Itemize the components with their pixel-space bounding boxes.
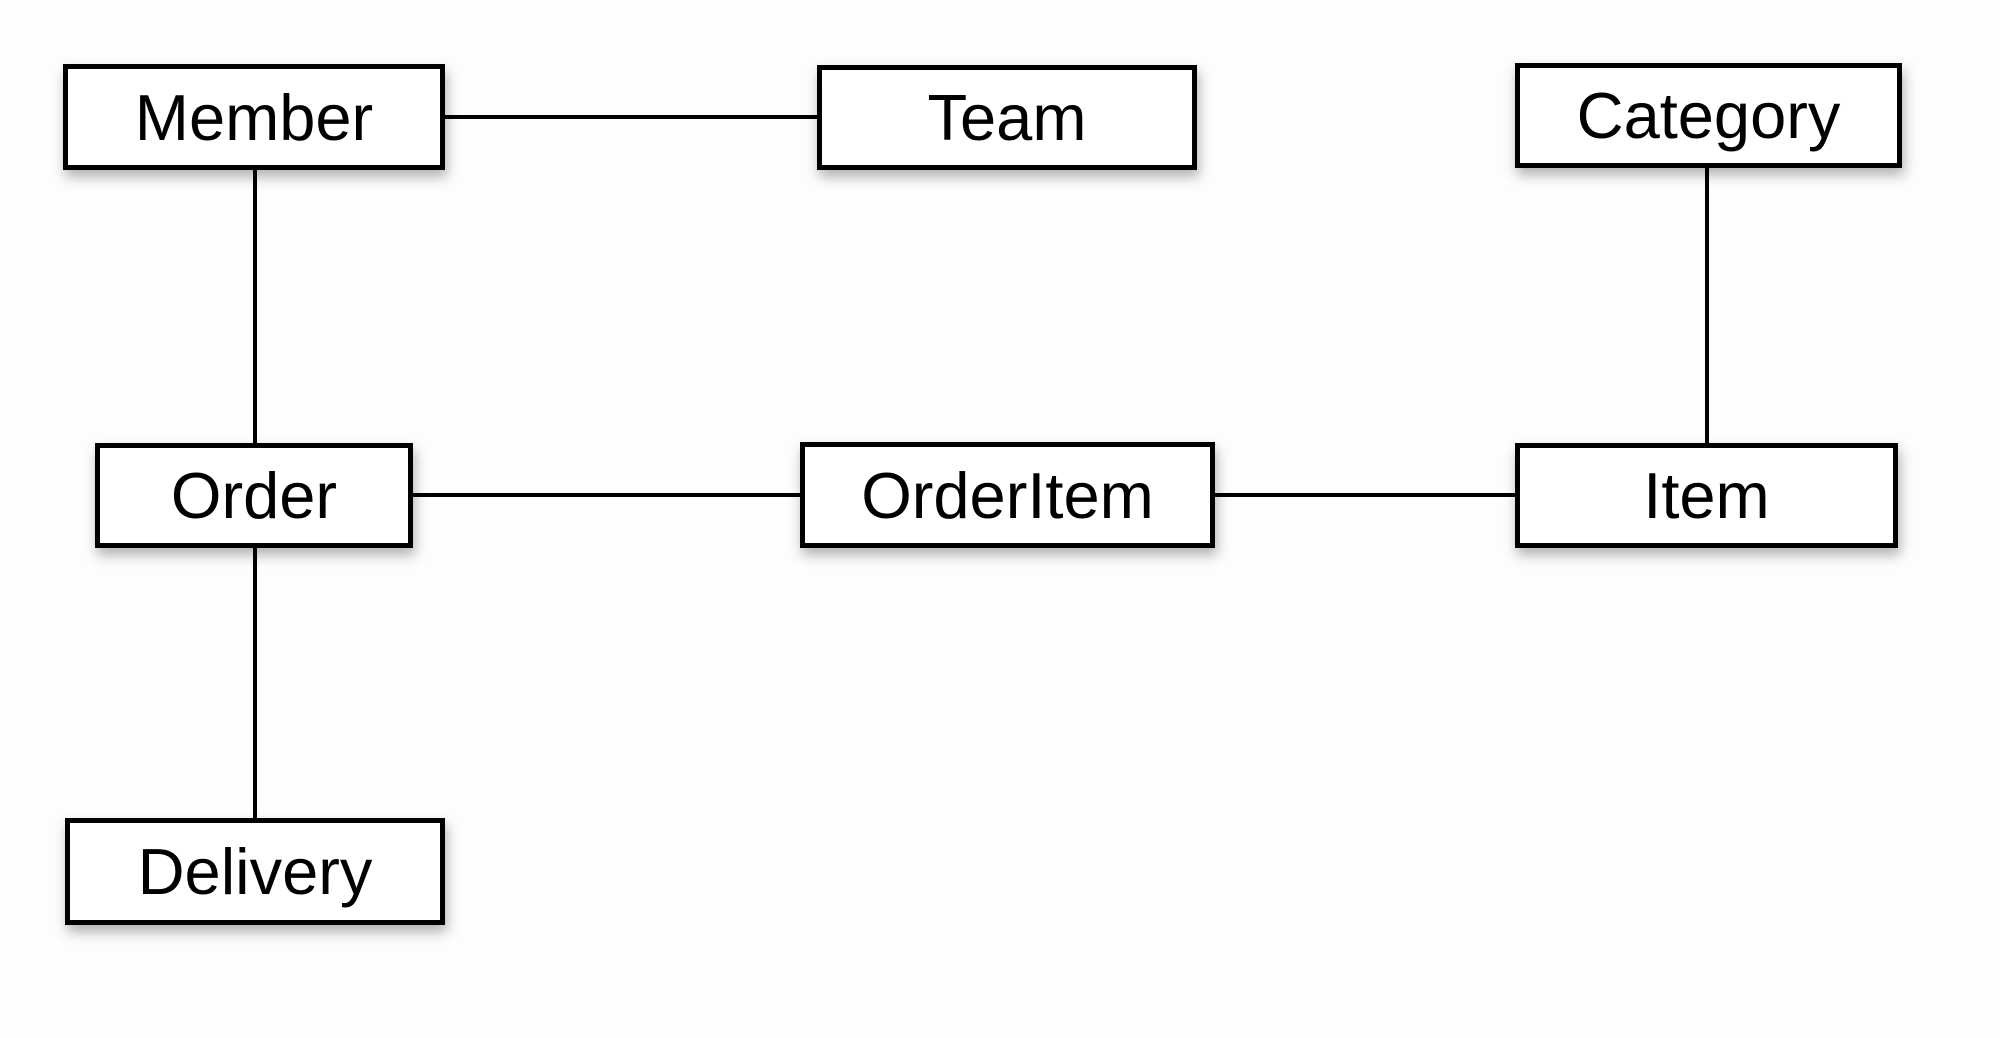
entity-orderitem: OrderItem [800, 442, 1215, 548]
entity-team: Team [817, 65, 1197, 170]
entity-delivery: Delivery [65, 818, 445, 925]
entity-item: Item [1515, 443, 1898, 548]
entity-category: Category [1515, 63, 1902, 168]
entity-order: Order [95, 443, 413, 548]
entity-member: Member [63, 64, 445, 170]
